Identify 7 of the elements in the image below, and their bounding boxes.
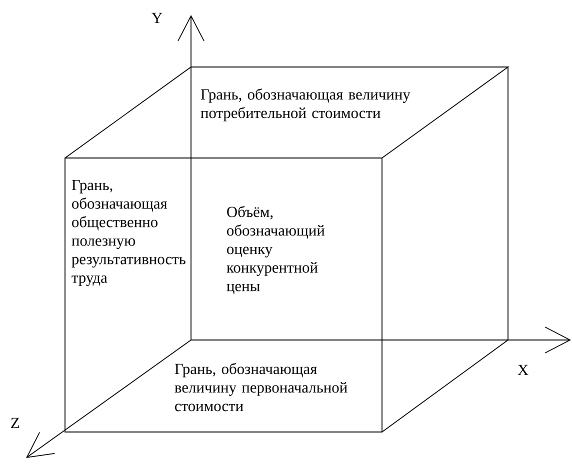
axis-label: Z — [11, 418, 20, 428]
face-label: Грань, обозначающая величину первоначальной стоимости — [174, 362, 348, 412]
volume-label: Объём, обозначающий оценку конкурентной цены — [226, 206, 325, 294]
face-label: Грань, обозначающая величину потребительной стоимости — [200, 88, 410, 122]
axis-label: Y — [152, 12, 162, 23]
axis-label: X — [518, 364, 528, 375]
face-label: Грань, обозначающая общественно полезную результативность труда — [72, 180, 186, 286]
